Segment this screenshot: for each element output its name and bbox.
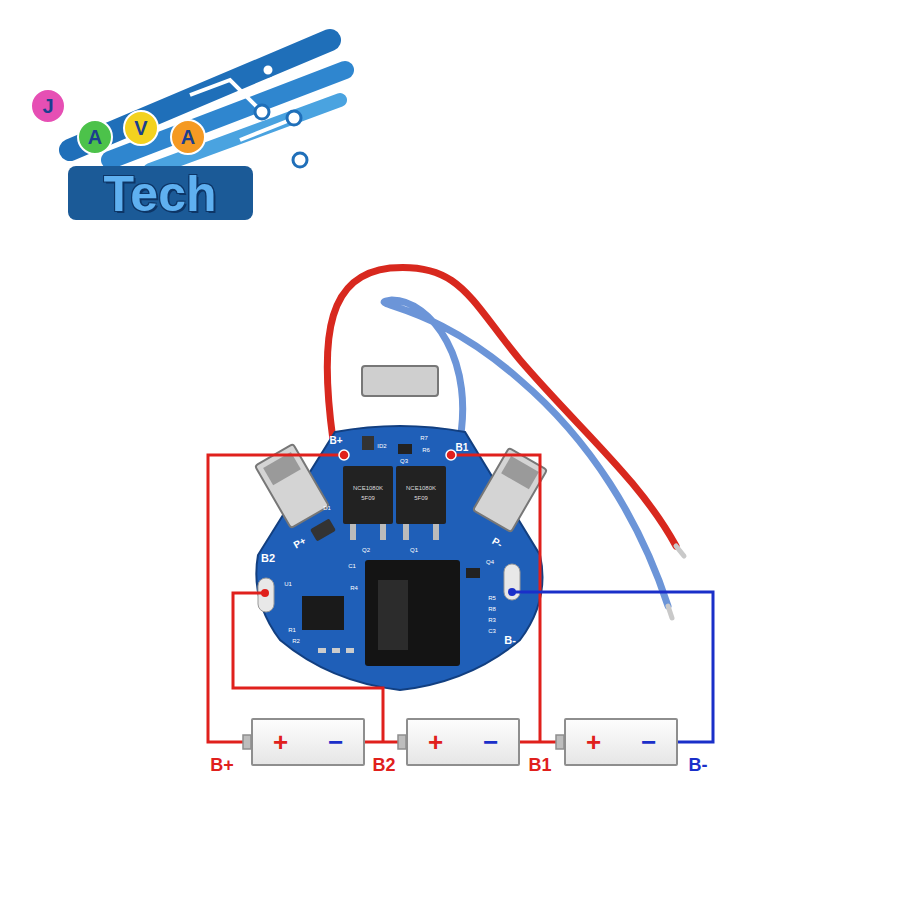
part-label: R7 (420, 435, 428, 441)
battery-nub (556, 735, 564, 749)
dc-connector (365, 560, 460, 666)
pad-label: P+ (292, 536, 308, 551)
battery-nub (398, 735, 406, 749)
transistor (398, 444, 412, 454)
part-label: Q2 (362, 547, 370, 553)
plus-sign: + (424, 729, 447, 755)
logo-dot (262, 64, 274, 76)
part-label: Q1 (410, 547, 418, 553)
wire-b1 (451, 455, 556, 742)
diode (362, 436, 374, 450)
smd-part (318, 648, 326, 653)
dc-connector-slot (378, 580, 408, 650)
terminal-label: B- (689, 756, 708, 774)
battery-cell: +− (564, 718, 678, 766)
part-label: Q3 (400, 458, 408, 464)
mosfet-leg (350, 524, 356, 540)
logo-dot (293, 153, 307, 167)
junction-dot (339, 450, 349, 460)
logo-dot (255, 105, 269, 119)
terminal-label: B1 (528, 756, 551, 774)
junction-dot (446, 450, 456, 460)
part-marking: 5F09 (414, 495, 428, 501)
logo-ball (124, 111, 158, 145)
mosfet-leg (403, 524, 409, 540)
logo-graphic (31, 40, 345, 220)
part-label: C1 (348, 563, 356, 569)
plus-sign: + (582, 729, 605, 755)
pad-label: B- (504, 635, 516, 646)
pad-label: P- (490, 536, 504, 550)
wire-tip (676, 546, 684, 556)
minus-sign: − (637, 729, 660, 755)
wire-dots (261, 450, 516, 597)
metal-tab (362, 366, 438, 396)
logo-letter: A (88, 127, 102, 147)
logo-stripe (150, 100, 340, 170)
smd-part (346, 648, 354, 653)
logo-band (68, 166, 253, 220)
part-marking: 5F09 (361, 495, 375, 501)
metal-tab (473, 448, 547, 532)
pad-label: B+ (329, 436, 342, 446)
part-label: R1 (288, 627, 296, 633)
junction-dot (261, 589, 269, 597)
mosfet (396, 466, 446, 524)
part-marking: NCE1080K (353, 485, 383, 491)
part-label: ID2 (377, 443, 386, 449)
logo-letter: J (42, 96, 53, 116)
logo-trace (190, 80, 260, 110)
part-marking: NCE1080K (406, 485, 436, 491)
capacitor (310, 518, 336, 541)
transistor (466, 568, 480, 578)
part-label: R3 (488, 617, 496, 623)
mosfet (343, 466, 393, 524)
logo-ball (171, 120, 205, 154)
bms-board (255, 366, 547, 690)
minus-sign: − (324, 729, 347, 755)
battery-nub (243, 735, 251, 749)
plus-sign: + (269, 729, 292, 755)
battery-cell: +− (406, 718, 520, 766)
logo-letter: A (181, 127, 195, 147)
wiring-lines (208, 455, 713, 742)
pad-label: B1 (456, 443, 469, 453)
logo-trace (240, 120, 290, 140)
mosfet-leg (380, 524, 386, 540)
part-label: R8 (488, 606, 496, 612)
pad-label: B2 (261, 553, 275, 564)
wire-bplus (208, 455, 344, 742)
terminal-label: B+ (210, 756, 234, 774)
ic-chip (302, 596, 344, 630)
logo-ball (78, 120, 112, 154)
logo-letter: V (134, 118, 147, 138)
smd-part (332, 648, 340, 653)
part-label: R5 (488, 595, 496, 601)
mosfet-leg (433, 524, 439, 540)
wire-tip (668, 606, 672, 618)
logo-ball (31, 89, 65, 123)
part-label: D1 (323, 505, 331, 511)
logo-word: Tech (104, 169, 217, 219)
terminal-label: B2 (372, 756, 395, 774)
junction-dot (508, 588, 516, 596)
minus-sign: − (479, 729, 502, 755)
part-label: Q4 (486, 559, 494, 565)
logo-dot (287, 111, 301, 125)
part-label: R2 (292, 638, 300, 644)
part-label: R6 (422, 447, 430, 453)
part-label: R4 (350, 585, 358, 591)
battery-cell: +− (251, 718, 365, 766)
part-label: C3 (488, 628, 496, 634)
part-label: U1 (284, 581, 292, 587)
solder-slot (504, 564, 520, 600)
solder-slot (258, 578, 274, 612)
